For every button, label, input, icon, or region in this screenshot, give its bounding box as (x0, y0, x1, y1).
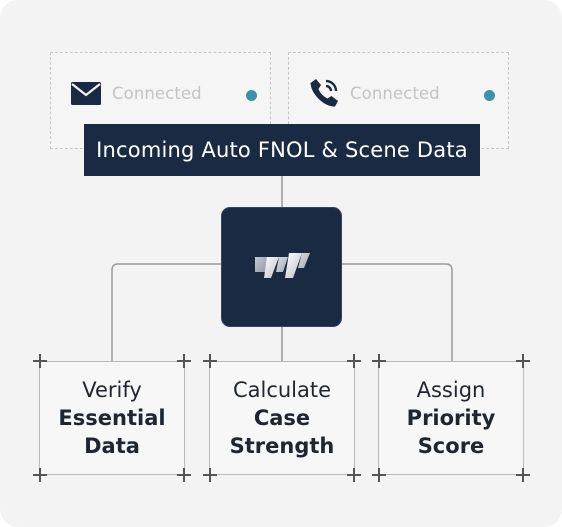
mail-icon (70, 81, 102, 107)
corner-plus-icon (177, 354, 191, 368)
phone-icon (308, 77, 340, 107)
step-label-bold: Essential (58, 406, 166, 430)
step-label-bold: Strength (229, 434, 335, 458)
corner-plus-icon (372, 354, 386, 368)
connection-status: Connected (112, 84, 202, 103)
processing-hub (221, 207, 342, 327)
incoming-data-banner: Incoming Auto FNOL & Scene Data (84, 124, 480, 176)
step-label-bold: Score (417, 434, 485, 458)
corner-plus-icon (203, 468, 217, 482)
step-calculate-case-strength: Calculate Case Strength (209, 361, 355, 475)
step-label-bold: Data (84, 434, 140, 458)
step-label: Assign (416, 378, 486, 402)
corner-plus-icon (203, 354, 217, 368)
connection-status: Connected (350, 84, 440, 103)
step-label-bold: Case (253, 406, 311, 430)
corner-plus-icon (33, 354, 47, 368)
step-label: Calculate (232, 378, 332, 402)
step-verify-essential-data: Verify Essential Data (39, 361, 185, 475)
step-assign-priority-score: Assign Priority Score (378, 361, 524, 475)
step-label: Verify (82, 378, 142, 402)
brand-logo-icon (255, 253, 310, 278)
status-dot (484, 90, 495, 101)
corner-plus-icon (177, 468, 191, 482)
corner-plus-icon (347, 354, 361, 368)
corner-plus-icon (372, 468, 386, 482)
corner-plus-icon (33, 468, 47, 482)
status-dot (246, 90, 257, 101)
corner-plus-icon (516, 354, 530, 368)
corner-plus-icon (516, 468, 530, 482)
step-label-bold: Priority (406, 406, 496, 430)
corner-plus-icon (347, 468, 361, 482)
